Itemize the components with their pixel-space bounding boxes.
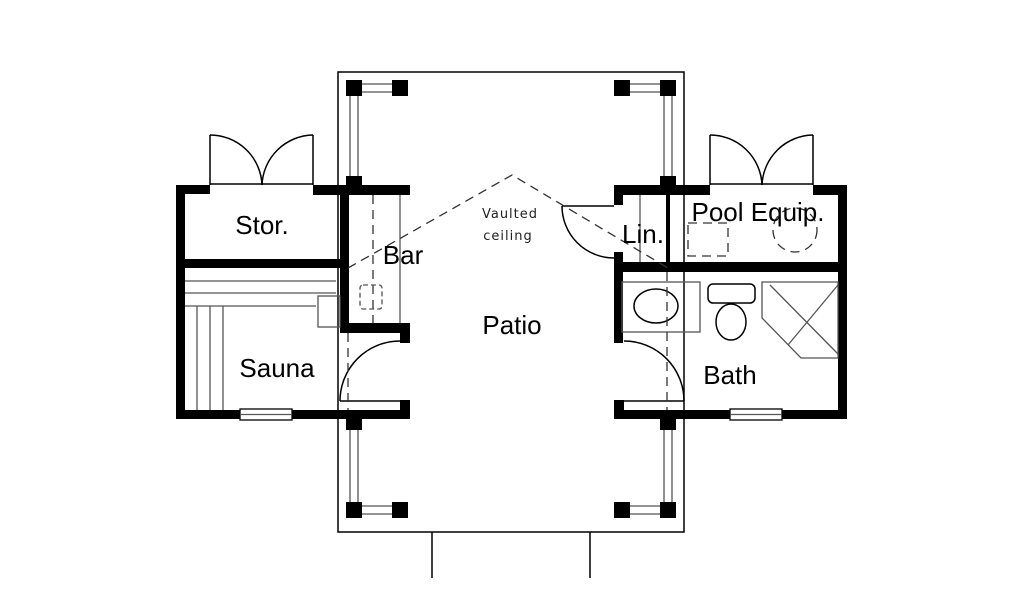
pool-equip-tank <box>772 207 818 253</box>
room-label-linen: Lin. <box>622 219 664 249</box>
vanity-counter <box>621 281 701 333</box>
vaulted-ceiling-note-1: Vaulted <box>482 207 538 222</box>
left-building-walls <box>176 185 410 419</box>
shower-icon <box>761 281 839 359</box>
sink-icon <box>633 288 679 324</box>
sauna-window <box>239 408 293 421</box>
sauna-door[interactable] <box>339 340 401 402</box>
bath-window <box>729 408 783 421</box>
columns <box>346 80 676 518</box>
room-label-patio: Patio <box>482 310 541 340</box>
storage-double-door[interactable] <box>209 134 314 186</box>
room-label-pool-equipment: Pool Equip. <box>692 197 825 227</box>
railings <box>349 83 673 515</box>
room-label-bar: Bar <box>383 240 424 270</box>
sauna-benches <box>185 280 341 410</box>
room-label-bath: Bath <box>703 360 757 390</box>
patio-outline <box>337 71 685 533</box>
bar-counter <box>359 195 401 323</box>
vaulted-ceiling-note-2: ceiling <box>483 229 532 244</box>
pool-equip-double-door[interactable] <box>709 134 814 186</box>
linen-door[interactable] <box>561 205 615 259</box>
toilet-icon <box>715 303 747 341</box>
room-label-storage: Stor. <box>235 210 288 240</box>
bath-door[interactable] <box>623 340 685 402</box>
room-label-sauna: Sauna <box>239 353 315 383</box>
toilet-tank <box>707 283 756 304</box>
pool-equip-pump <box>687 222 729 257</box>
bar-sink <box>359 284 383 310</box>
vaulted-ceiling-line <box>347 174 669 269</box>
